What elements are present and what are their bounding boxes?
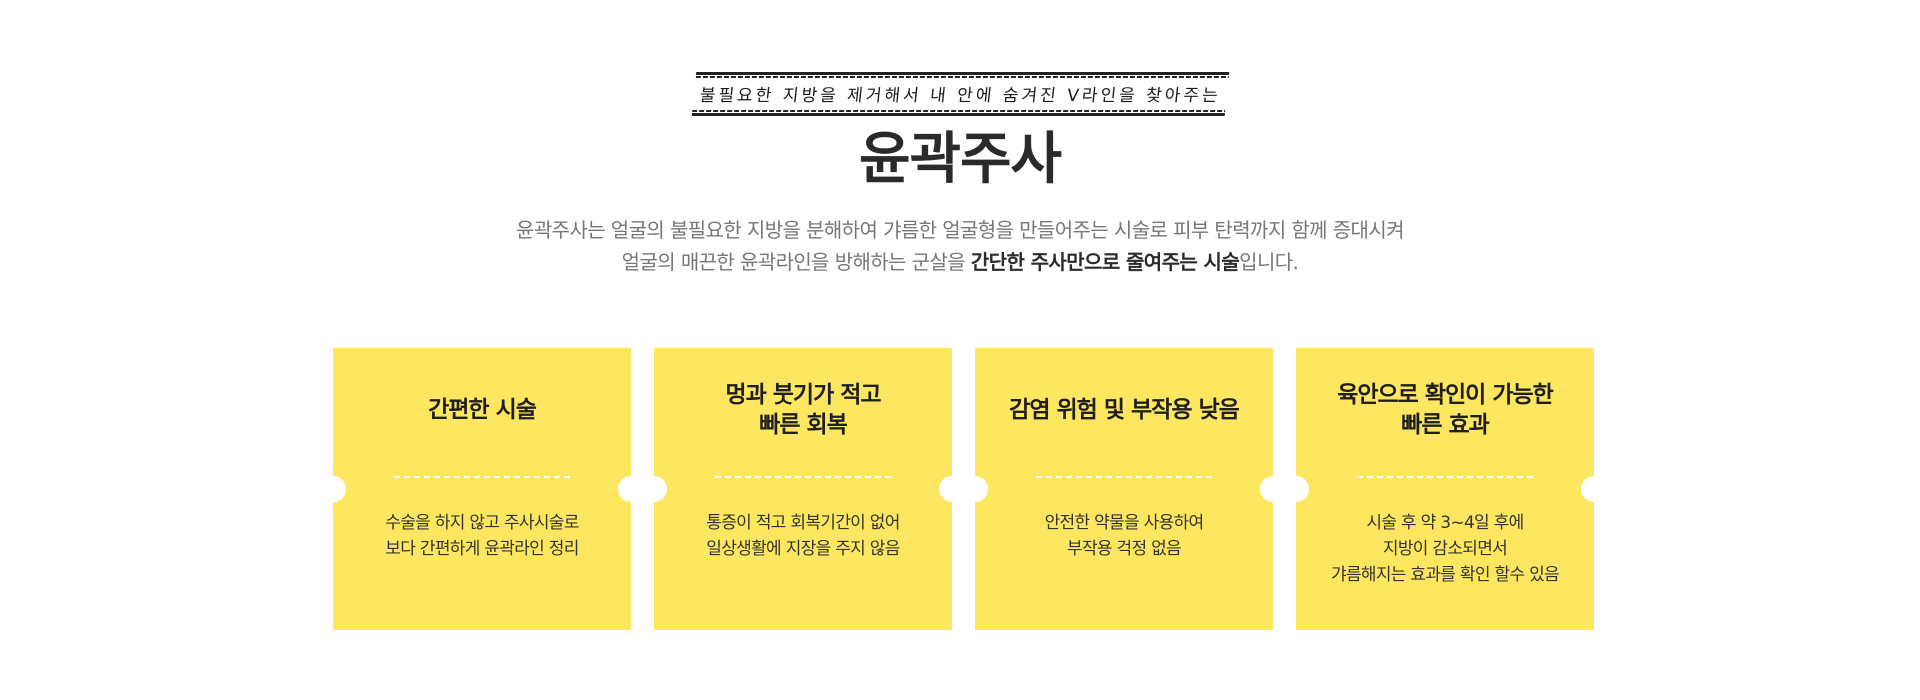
card-text: 안전한 약물을 사용하여 부작용 걱정 없음 xyxy=(1044,513,1205,559)
card-divider xyxy=(1357,476,1533,478)
card-title: 간편한 시술 xyxy=(428,397,537,423)
card-title: 멍과 붓기가 적고 빠른 회복 xyxy=(725,382,881,438)
card-title: 감염 위험 및 부작용 낮음 xyxy=(1009,397,1240,423)
card-notch-left xyxy=(654,476,667,502)
benefit-card: 간편한 시술 수술을 하지 않고 주사시술로 보다 간편하게 윤곽라인 정리 xyxy=(333,348,631,630)
description-line-2: 얼굴의 매끈한 윤곽라인을 방해하는 군살을 간단한 주사만으로 줄여주는 시술… xyxy=(0,246,1920,278)
card-notch-right xyxy=(1581,476,1594,502)
benefit-card: 감염 위험 및 부작용 낮음 안전한 약물을 사용하여 부작용 걱정 없음 xyxy=(975,348,1273,630)
description-line-2-prefix: 얼굴의 매끈한 윤곽라인을 방해하는 군살을 xyxy=(621,250,971,274)
card-title: 육안으로 확인이 가능한 빠른 효과 xyxy=(1337,382,1554,438)
card-notch-right xyxy=(939,476,952,502)
card-divider xyxy=(394,476,570,478)
card-notch-right xyxy=(1260,476,1273,502)
description: 윤곽주사는 얼굴의 불필요한 지방을 분해하여 갸름한 얼굴형을 만들어주는 시… xyxy=(0,214,1920,278)
card-notch-left xyxy=(975,476,988,502)
benefit-card: 멍과 붓기가 적고 빠른 회복 통증이 적고 회복기간이 없어 일상생활에 지장… xyxy=(654,348,952,630)
card-divider xyxy=(715,476,891,478)
card-text: 수술을 하지 않고 주사시술로 보다 간편하게 윤곽라인 정리 xyxy=(385,513,579,559)
card-notch-right xyxy=(618,476,631,502)
card-divider xyxy=(1036,476,1212,478)
description-emphasis: 간단한 주사만으로 줄여주는 시술 xyxy=(970,250,1240,274)
benefit-cards: 간편한 시술 수술을 하지 않고 주사시술로 보다 간편하게 윤곽라인 정리 멍… xyxy=(333,348,1594,630)
description-line-1: 윤곽주사는 얼굴의 불필요한 지방을 분해하여 갸름한 얼굴형을 만들어주는 시… xyxy=(516,218,1404,242)
card-text: 시술 후 약 3~4일 후에 지방이 감소되면서 갸름해지는 효과를 확인 할수… xyxy=(1331,513,1560,585)
page-title: 윤곽주사 xyxy=(858,127,1062,192)
card-text: 통증이 적고 회복기간이 없어 일상생활에 지장을 주지 않음 xyxy=(706,513,900,559)
tagline-container: 불필요한 지방을 제거해서 내 안에 숨겨진 V라인을 찾아주는 xyxy=(0,72,1920,116)
card-notch-left xyxy=(1296,476,1309,502)
description-line-2-suffix: 입니다. xyxy=(1239,250,1299,274)
benefit-card: 육안으로 확인이 가능한 빠른 효과 시술 후 약 3~4일 후에 지방이 감소… xyxy=(1296,348,1594,630)
card-notch-left xyxy=(333,476,346,502)
tagline: 불필요한 지방을 제거해서 내 안에 숨겨진 V라인을 찾아주는 xyxy=(691,72,1229,116)
